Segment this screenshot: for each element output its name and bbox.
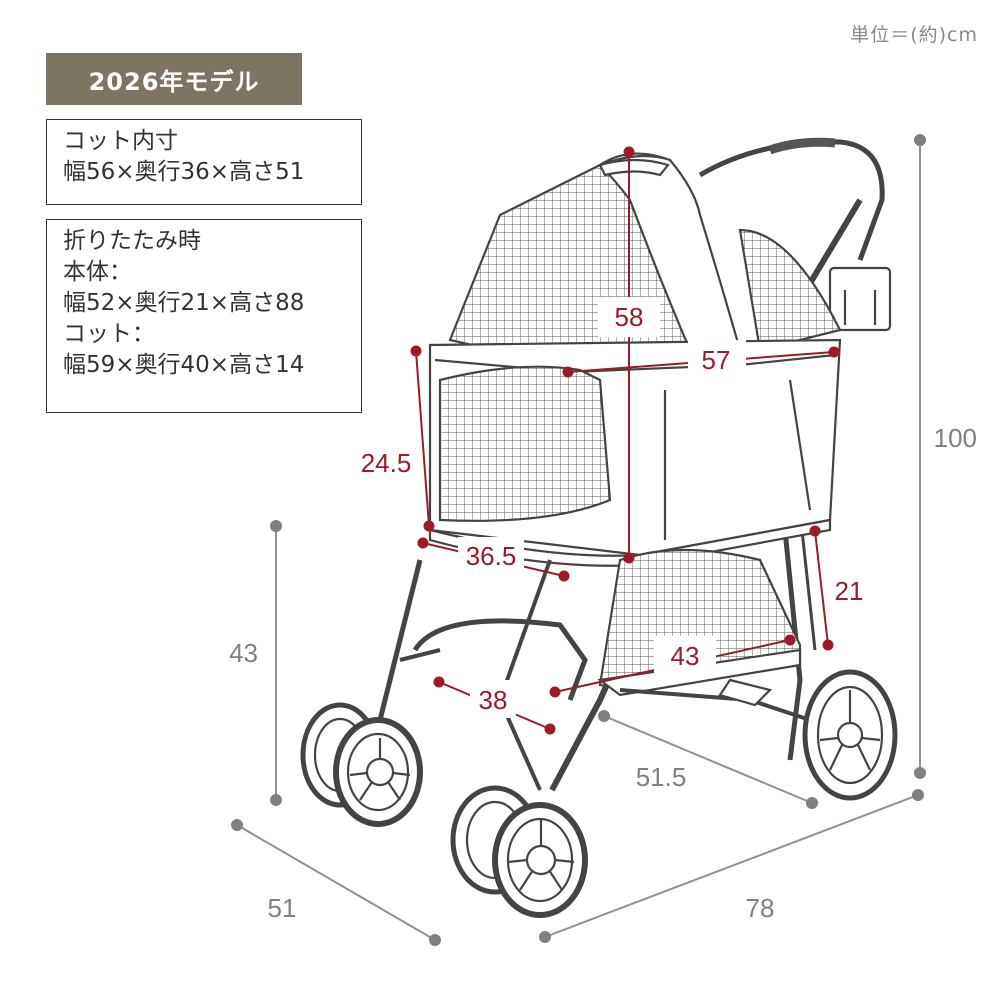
stroller-illustration bbox=[300, 137, 898, 918]
dim-basket-depth: 38 bbox=[479, 685, 508, 715]
cot-inner-size-value: 幅56×奥行36×高さ51 bbox=[63, 159, 305, 185]
dim-cot-side-height: 24.5 bbox=[361, 448, 412, 478]
front-frame bbox=[377, 559, 423, 721]
dim-cot-depth: 36.5 bbox=[466, 541, 517, 571]
wheel-front-right bbox=[492, 802, 588, 918]
dim-depth: 51 bbox=[268, 893, 297, 923]
dim-cot-width: 57 bbox=[702, 345, 731, 375]
cup-holder bbox=[828, 266, 892, 332]
dim-height-total: 100 bbox=[934, 423, 977, 453]
dim-seat-height: 43 bbox=[229, 638, 258, 668]
outer-dimension-lines bbox=[231, 134, 926, 946]
dim-cot-height: 58 bbox=[615, 302, 644, 332]
folded-cot-size: 幅59×奥行40×高さ14 bbox=[63, 352, 305, 378]
dim-width: 78 bbox=[746, 893, 775, 923]
folded-size-box: 折りたたみ時 本体： 幅52×奥行21×高さ88 コット： 幅59×奥行40×高… bbox=[46, 219, 362, 413]
unit-label: 単位＝(約)cm bbox=[850, 24, 978, 46]
wheel-front-left bbox=[333, 717, 423, 827]
dim-basket-width: 43 bbox=[671, 641, 700, 671]
front-bar bbox=[412, 618, 588, 701]
model-badge: 2026年モデル bbox=[46, 53, 302, 105]
cot-inner-size-title: コット内寸 bbox=[63, 128, 178, 154]
dim-wheelbase: 51.5 bbox=[636, 762, 687, 792]
folded-body-size: 幅52×奥行21×高さ88 bbox=[63, 290, 305, 316]
wheel-rear-right bbox=[802, 669, 898, 801]
folded-cot-label: コット： bbox=[63, 321, 155, 347]
dim-basket-height: 21 bbox=[835, 576, 864, 606]
cot-inner-size-box: コット内寸 幅56×奥行36×高さ51 bbox=[46, 119, 362, 205]
folded-body-label: 本体： bbox=[63, 259, 132, 285]
handle-bar bbox=[698, 139, 885, 261]
folded-title: 折りたたみ時 bbox=[63, 228, 201, 254]
